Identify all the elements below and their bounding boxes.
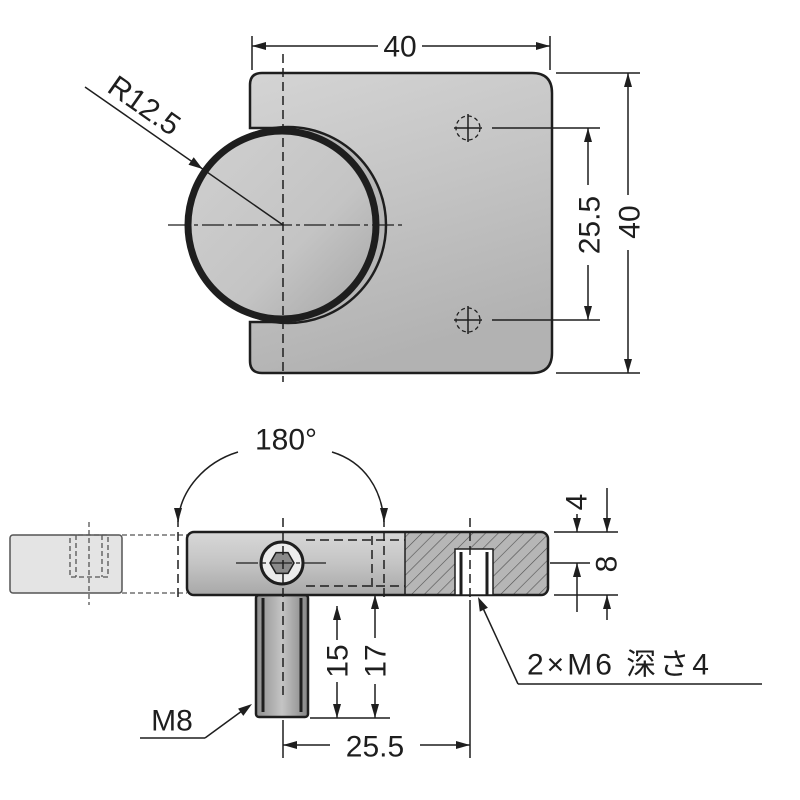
stud-length-17-text: 17: [360, 644, 393, 677]
offset-text: 25.5: [346, 731, 404, 764]
arrowhead: [624, 73, 632, 87]
side-view: 180° 4 8 15 17: [9, 424, 762, 764]
arrowhead: [283, 741, 297, 749]
radius-text: R12.5: [102, 70, 187, 143]
leader-line: [481, 605, 519, 685]
dimension-text: 25.5: [574, 196, 607, 254]
thickness-text: 8: [591, 556, 624, 573]
arrowhead: [371, 704, 379, 718]
rotation-arc: [177, 451, 239, 523]
arrowhead: [573, 563, 581, 577]
dim-rotation-angle: 180°: [174, 424, 388, 523]
dim-plate-width: 40: [251, 31, 551, 70]
hole-callout-text: 2×M6 深さ4: [527, 649, 712, 682]
arrowhead: [478, 597, 488, 612]
callout-tapped-holes: 2×M6 深さ4: [478, 597, 762, 685]
arrowhead: [603, 595, 611, 609]
angle-text: 180°: [255, 424, 317, 457]
bar-outline: [185, 530, 550, 597]
ghost-knob-body: [9, 534, 123, 594]
arrowhead: [603, 518, 611, 532]
arrowhead: [252, 42, 266, 50]
arrowhead: [333, 704, 341, 718]
top-view: 40 25.5 40 R12.5: [84, 31, 647, 382]
arrowhead: [456, 741, 470, 749]
leader-line: [204, 707, 247, 739]
leader-line: [84, 86, 284, 226]
arrowhead: [333, 606, 341, 620]
tapped-hole-section: [454, 518, 494, 600]
dim-plate-height: 40: [556, 72, 647, 374]
arrowhead: [188, 157, 203, 169]
rotation-arc: [331, 451, 385, 523]
arrowhead: [624, 359, 632, 373]
arrowhead: [174, 508, 182, 522]
dimension-text: 40: [383, 31, 416, 64]
socket-screw-head: [236, 540, 330, 586]
stud-thread-text: M8: [151, 705, 193, 738]
mounting-hole-upper: [454, 114, 482, 142]
rotated-ghost-position: [9, 522, 187, 605]
dim-stud-offset: 25.5: [282, 600, 471, 764]
arrowhead: [238, 704, 252, 716]
arrowhead: [371, 595, 379, 609]
arrowhead: [584, 306, 592, 320]
depth-text: 4: [561, 494, 594, 511]
dim-stud-length: 15 17: [310, 595, 393, 719]
mounting-hole-lower: [454, 306, 482, 334]
dimension-text: 40: [614, 205, 647, 238]
stud-bolt: [254, 593, 310, 719]
arrowhead: [573, 518, 581, 532]
dim-hole-pitch: 25.5: [492, 127, 607, 321]
arrowhead: [584, 128, 592, 142]
dim-thickness: 4 8: [550, 488, 624, 620]
stud-length-15-text: 15: [322, 644, 355, 677]
arrowhead: [536, 42, 550, 50]
callout-stud-thread: M8: [140, 704, 252, 739]
arrowhead: [380, 508, 388, 522]
